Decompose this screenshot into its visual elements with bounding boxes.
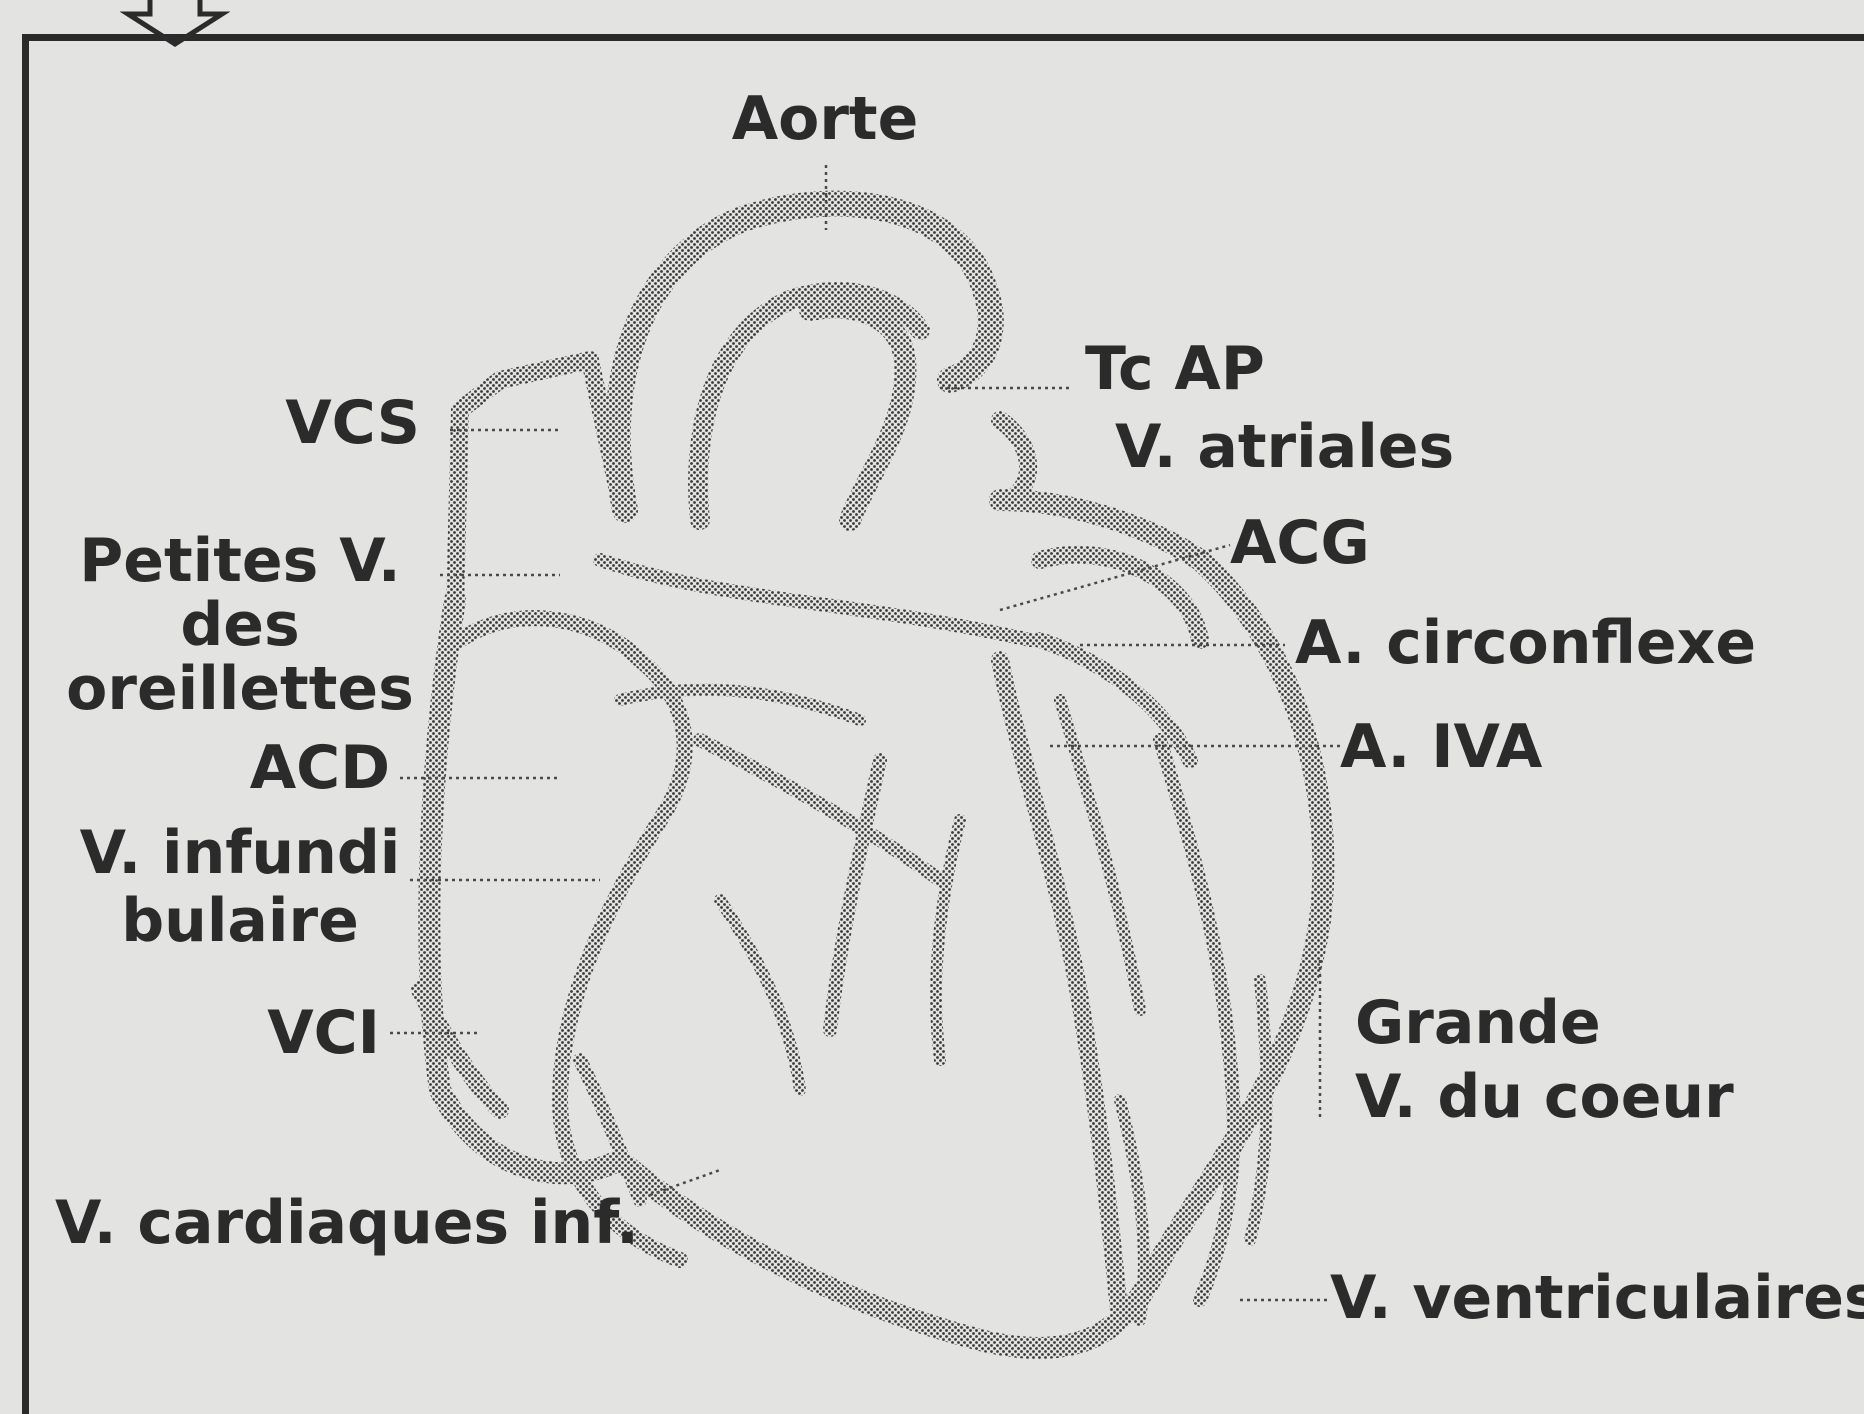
label-petites-v-line3: oreillettes [60, 656, 420, 722]
label-tc-ap: Tc AP [1085, 336, 1265, 402]
label-vci: VCI [180, 1000, 380, 1066]
label-grande-line1: Grande [1355, 990, 1601, 1056]
label-v-ventriculaires: V. ventriculaires [1330, 1265, 1864, 1331]
label-v-atriales: V. atriales [1115, 414, 1454, 480]
label-petites-v-line1: Petites V. [60, 528, 420, 594]
label-aorte: Aorte [700, 86, 950, 152]
label-petites-v-line2: des [60, 592, 420, 658]
label-grande-line2: V. du coeur [1355, 1064, 1734, 1130]
label-a-circonflexe: A. circonflexe [1295, 610, 1756, 676]
label-a-iva: A. IVA [1340, 714, 1542, 780]
label-acd: ACD [160, 735, 390, 801]
label-v-infundi-line1: V. infundi [70, 820, 410, 886]
label-v-cardiaques-inf: V. cardiaques inf. [55, 1190, 639, 1256]
label-v-infundi-line2: bulaire [70, 888, 410, 954]
label-vcs: VCS [180, 390, 420, 456]
label-acg: ACG [1230, 510, 1370, 576]
